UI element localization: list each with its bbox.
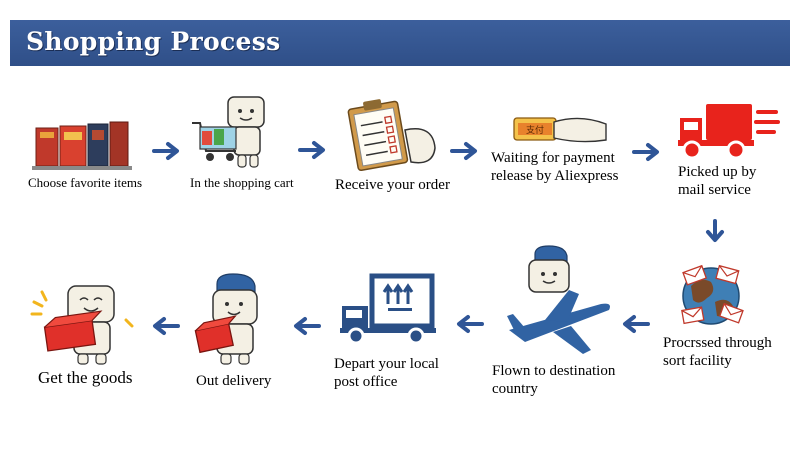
- clipboard-icon: [347, 99, 436, 172]
- airplane-icon: [507, 245, 610, 354]
- arrow-left-icon: [153, 317, 180, 335]
- step-label-line: Waiting for payment: [491, 150, 615, 166]
- arrow-down-icon: [706, 219, 724, 242]
- svg-text:支付: 支付: [526, 124, 544, 136]
- arrow-left-icon: [623, 315, 650, 333]
- step-label-line: post office: [334, 374, 398, 390]
- step-label-line: country: [492, 381, 538, 397]
- arrow-left-icon: [457, 315, 484, 333]
- step-label: Picked up by mail service: [678, 163, 756, 199]
- arrow-right-icon: [450, 142, 477, 160]
- step-label: Receive your order: [335, 177, 450, 193]
- globe-mail-icon: [681, 264, 744, 325]
- step-label: Out delivery: [196, 373, 272, 389]
- step-label: In the shopping cart: [190, 175, 294, 190]
- arrow-right-icon: [298, 141, 325, 159]
- step-label: Choose favorite items: [28, 175, 143, 190]
- step-label: Flown to destination country: [492, 362, 615, 398]
- header-banner: Shopping Process: [10, 20, 790, 66]
- courier-icon: [194, 273, 258, 365]
- shopping-cart-icon: [192, 96, 265, 168]
- page-title: Shopping Process: [26, 27, 281, 56]
- step-label: Procrssed through sort facility: [663, 334, 772, 370]
- step-label-line: Depart your local: [334, 356, 439, 372]
- truck-icon: [678, 104, 780, 160]
- step-label-line: release by Aliexpress: [491, 168, 619, 184]
- step-label: Waiting for payment release by Aliexpres…: [491, 149, 618, 185]
- payment-icon: 支付: [513, 117, 607, 143]
- step-label: Get the goods: [38, 368, 133, 387]
- step-label-line: Picked up by: [678, 164, 757, 180]
- arrow-left-icon: [294, 317, 321, 335]
- delivery-truck-icon: [340, 273, 436, 345]
- step-label-line: mail service: [678, 182, 751, 198]
- step-label-line: Procrssed through: [663, 335, 772, 351]
- arrow-right-icon: [152, 142, 179, 160]
- arrow-right-icon: [632, 143, 659, 161]
- step-label: Depart your local post office: [334, 355, 439, 391]
- receive-package-icon: [30, 285, 134, 365]
- step-label-line: sort facility: [663, 353, 732, 369]
- boxes-icon: [32, 121, 132, 170]
- step-label-line: Flown to destination: [492, 363, 616, 379]
